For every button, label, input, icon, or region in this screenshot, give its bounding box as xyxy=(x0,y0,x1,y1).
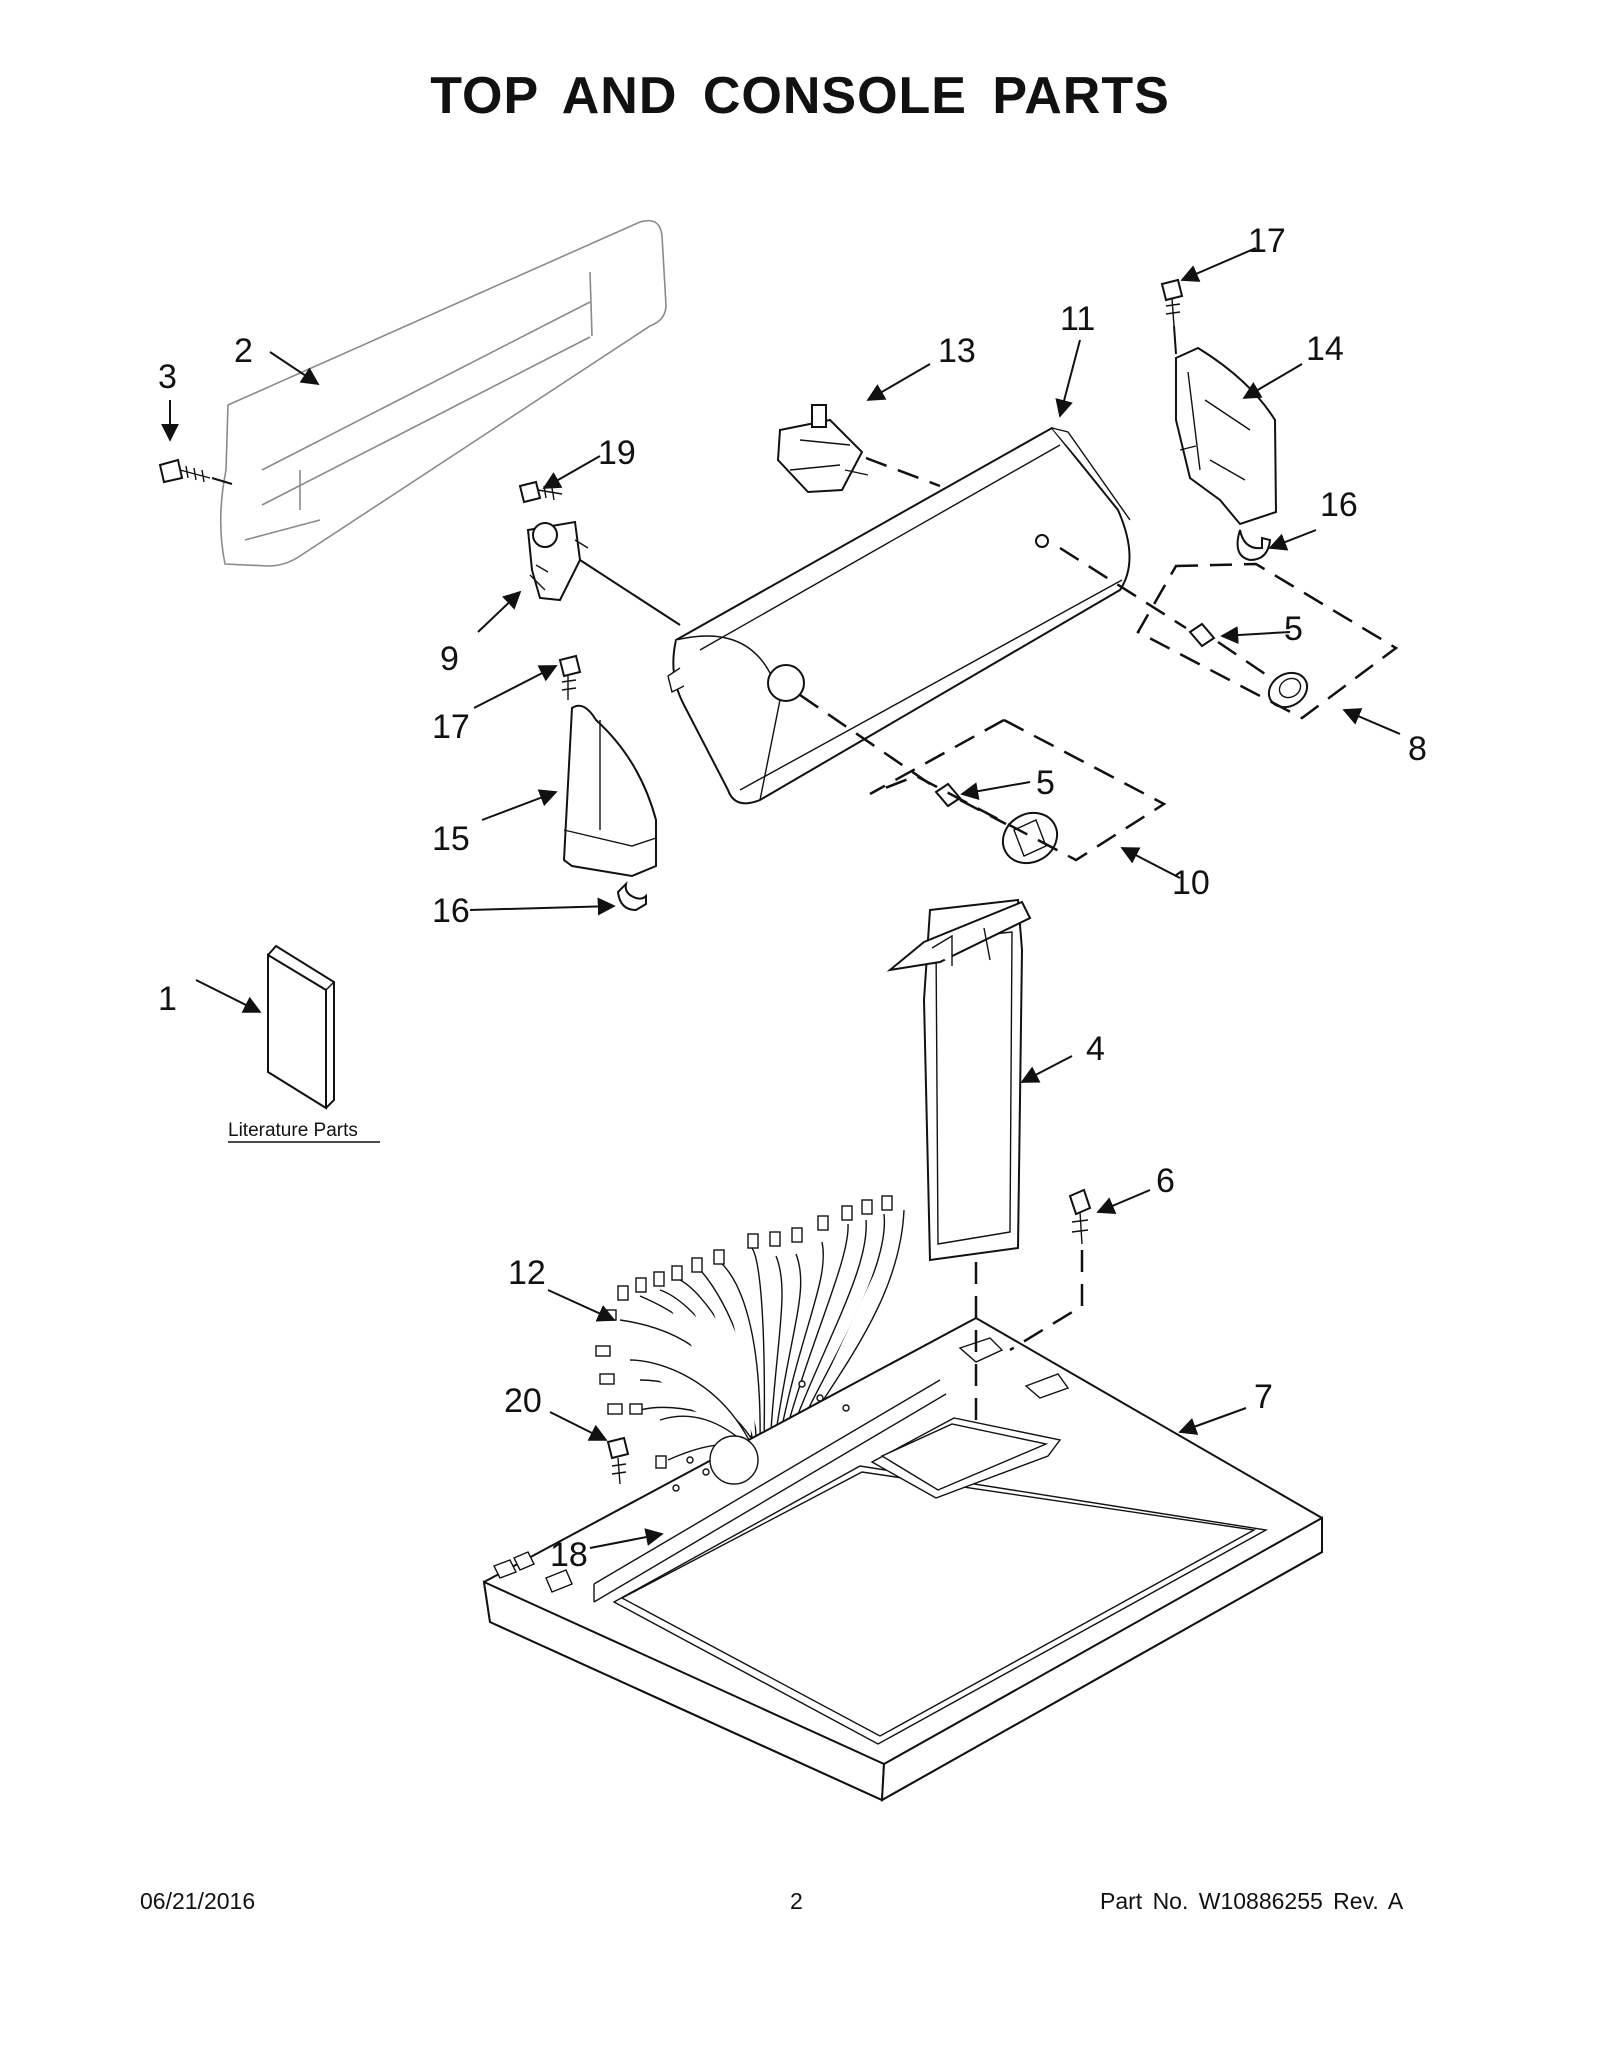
page-title: TOP AND CONSOLE PARTS xyxy=(430,67,1170,125)
callout-5-lower: 5 xyxy=(1036,764,1055,802)
footer-page-number: 2 xyxy=(790,1888,803,1914)
clip-part-16-left xyxy=(616,880,647,912)
callout-19: 19 xyxy=(598,434,636,472)
callout-17-left: 17 xyxy=(432,708,470,746)
callout-12: 12 xyxy=(508,1254,546,1292)
literature-parts-label: Literature Parts xyxy=(228,1120,358,1141)
screw-part-3 xyxy=(158,458,233,485)
callout-13: 13 xyxy=(938,332,976,370)
callout-16-left: 16 xyxy=(432,892,470,930)
callout-numbers: 1 2 3 4 5 5 6 7 8 9 10 11 12 13 14 15 16… xyxy=(158,222,1427,1574)
callout-3: 3 xyxy=(158,358,177,396)
callout-10: 10 xyxy=(1172,864,1210,902)
footer-date: 06/21/2016 xyxy=(140,1888,256,1914)
callout-6: 6 xyxy=(1156,1162,1175,1200)
callout-4: 4 xyxy=(1086,1030,1105,1068)
callout-2: 2 xyxy=(234,332,253,370)
literature-part-1 xyxy=(267,944,335,1110)
callout-14: 14 xyxy=(1306,330,1344,368)
callout-leaders xyxy=(161,247,1401,1549)
callout-8: 8 xyxy=(1408,730,1427,768)
callout-16-right: 16 xyxy=(1320,486,1358,524)
callout-9: 9 xyxy=(440,640,459,678)
shaft-part-5-lower xyxy=(934,782,962,808)
screw-part-20 xyxy=(606,1436,630,1485)
clip-part-16-right xyxy=(1236,529,1272,562)
callout-15: 15 xyxy=(432,820,470,858)
left-end-cap-part-15 xyxy=(562,704,657,878)
footer-part-number: Part No. W10886255 Rev. A xyxy=(1100,1888,1404,1914)
rear-console-panel xyxy=(219,219,667,567)
assembly-dashed-lines xyxy=(799,456,1399,1432)
screw-part-19 xyxy=(518,480,563,504)
switch-part-13 xyxy=(776,404,869,494)
right-end-cap-part-14 xyxy=(1175,346,1278,526)
console-part-11 xyxy=(667,426,1131,805)
top-panel-part-7 xyxy=(482,1316,1323,1802)
shaft-part-5-upper xyxy=(1188,622,1216,648)
callout-1: 1 xyxy=(158,980,177,1018)
lint-screen-part-4 xyxy=(886,898,1032,1262)
callout-7: 7 xyxy=(1254,1378,1273,1416)
wire-harness-part-12 xyxy=(595,1195,905,1469)
callout-17-right: 17 xyxy=(1248,222,1286,260)
knob-part-8 xyxy=(1267,671,1309,709)
callout-11: 11 xyxy=(1060,300,1095,338)
knob-part-10 xyxy=(1001,811,1059,865)
callout-20: 20 xyxy=(504,1382,542,1420)
callout-5-upper: 5 xyxy=(1284,610,1303,648)
screw-part-17-left xyxy=(558,654,582,700)
screw-part-6 xyxy=(1068,1188,1092,1245)
timer-switch-part-9 xyxy=(526,520,681,626)
callout-18: 18 xyxy=(550,1536,588,1574)
screw-part-17-right xyxy=(1160,278,1184,355)
